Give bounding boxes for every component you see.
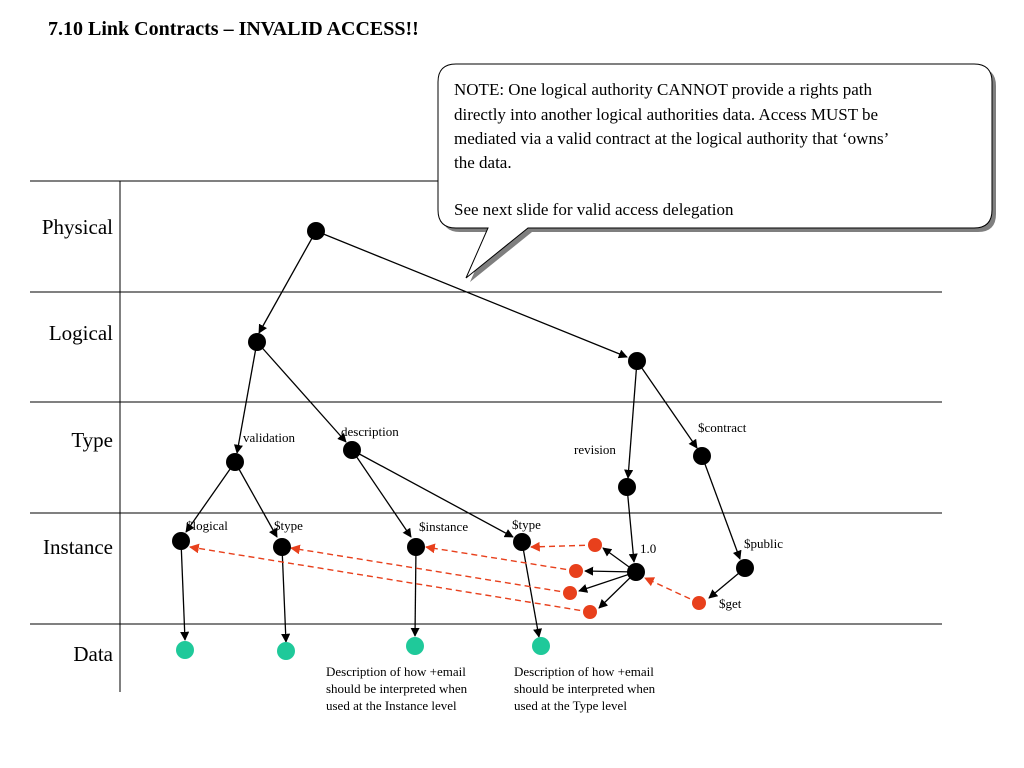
node-validation bbox=[226, 453, 244, 471]
edge-type2-to-data bbox=[521, 541, 543, 638]
node-version-1-0 bbox=[627, 563, 645, 581]
data-description-type: Description of how +email should be inte… bbox=[514, 664, 656, 713]
edge-label-description: description bbox=[341, 424, 399, 439]
edge-label-instance: $instance bbox=[419, 519, 468, 534]
edge-public bbox=[701, 455, 742, 560]
node-instance bbox=[407, 538, 425, 556]
edge-instance-to-data bbox=[410, 546, 420, 637]
desc-type-line-1: Description of how +email bbox=[514, 664, 654, 679]
node-revision bbox=[618, 478, 636, 496]
desc-type-line-2: should be interpreted when bbox=[514, 681, 656, 696]
edge-contract bbox=[636, 360, 698, 449]
invalid-node-get bbox=[692, 596, 706, 610]
level-labels: Physical Logical Type Instance Data bbox=[42, 215, 114, 666]
edge-label-get: $get bbox=[719, 596, 742, 611]
edge-label-version: 1.0 bbox=[640, 541, 656, 556]
invalid-link-to-logical bbox=[189, 543, 591, 613]
invalid-node-1 bbox=[588, 538, 602, 552]
invalid-link-to-type2 bbox=[530, 541, 596, 552]
invalid-links bbox=[189, 541, 700, 613]
node-type-instance-2 bbox=[513, 533, 531, 551]
edge-type-description bbox=[351, 449, 514, 538]
node-public bbox=[736, 559, 754, 577]
desc-instance-line-3: used at the Instance level bbox=[326, 698, 457, 713]
edge-description bbox=[256, 341, 347, 443]
edge-label-logical: $logical bbox=[186, 518, 228, 533]
edge-label-public: $public bbox=[744, 536, 783, 551]
data-node-type2 bbox=[532, 637, 550, 655]
level-label-instance: Instance bbox=[43, 535, 113, 559]
invalid-node-4 bbox=[583, 605, 597, 619]
edge-label-revision: revision bbox=[574, 442, 616, 457]
edge-labels: validation description revision $contrac… bbox=[186, 420, 783, 611]
edge-type-validation bbox=[234, 461, 278, 538]
note-line-5: See next slide for valid access delegati… bbox=[454, 200, 734, 219]
desc-type-line-3: used at the Type level bbox=[514, 698, 627, 713]
edge-logical-to-data bbox=[180, 540, 190, 641]
desc-instance-line-1: Description of how +email bbox=[326, 664, 466, 679]
data-node-instance bbox=[406, 637, 424, 655]
note-line-1: NOTE: One logical authority CANNOT provi… bbox=[454, 80, 872, 99]
nodes bbox=[172, 222, 754, 581]
note-callout-bubble bbox=[437, 63, 993, 279]
level-label-data: Data bbox=[73, 642, 113, 666]
edge-instance bbox=[351, 449, 412, 538]
edge-logical bbox=[185, 461, 236, 533]
edge-label-type-2: $type bbox=[512, 517, 541, 532]
edge-v10 bbox=[626, 486, 638, 563]
edge-label-contract: $contract bbox=[698, 420, 747, 435]
tree-edges bbox=[180, 230, 746, 643]
invalid-node-2 bbox=[569, 564, 583, 578]
data-node-type1 bbox=[277, 642, 295, 660]
edge-type1-to-data bbox=[281, 546, 291, 643]
note-line-3: mediated via a valid contract at the log… bbox=[454, 129, 889, 148]
note-line-2: directly into another logical authoritie… bbox=[454, 105, 878, 124]
note-callout: NOTE: One logical authority CANNOT provi… bbox=[437, 63, 996, 282]
invalid-nodes bbox=[563, 538, 706, 619]
edge-validation bbox=[233, 341, 258, 454]
invalid-node-3 bbox=[563, 586, 577, 600]
level-label-physical: Physical bbox=[42, 215, 113, 239]
data-node-logical bbox=[176, 641, 194, 659]
edge-revision bbox=[624, 360, 638, 479]
edge-physical-to-logical-right bbox=[315, 230, 628, 359]
node-logical-instance bbox=[172, 532, 190, 550]
node-description bbox=[343, 441, 361, 459]
node-contract bbox=[693, 447, 711, 465]
edge-v10-to-red-3 bbox=[578, 571, 637, 593]
note-line-4: the data. bbox=[454, 153, 512, 172]
data-description-instance: Description of how +email should be inte… bbox=[326, 664, 468, 713]
invalid-link-to-type1 bbox=[290, 544, 571, 594]
edge-label-validation: validation bbox=[243, 430, 295, 445]
data-nodes bbox=[176, 637, 550, 660]
level-label-type: Type bbox=[71, 428, 113, 452]
edge-physical-to-logical-left bbox=[258, 230, 317, 334]
desc-instance-line-2: should be interpreted when bbox=[326, 681, 468, 696]
node-logical-right bbox=[628, 352, 646, 370]
edge-label-type-1: $type bbox=[274, 518, 303, 533]
level-label-logical: Logical bbox=[49, 321, 113, 345]
node-type-instance-1 bbox=[273, 538, 291, 556]
node-logical-left bbox=[248, 333, 266, 351]
invalid-link-to-instance bbox=[425, 543, 577, 572]
page-title: 7.10 Link Contracts – INVALID ACCESS!! bbox=[48, 18, 419, 40]
node-physical bbox=[307, 222, 325, 240]
invalid-link-get-to-v10 bbox=[644, 577, 700, 604]
